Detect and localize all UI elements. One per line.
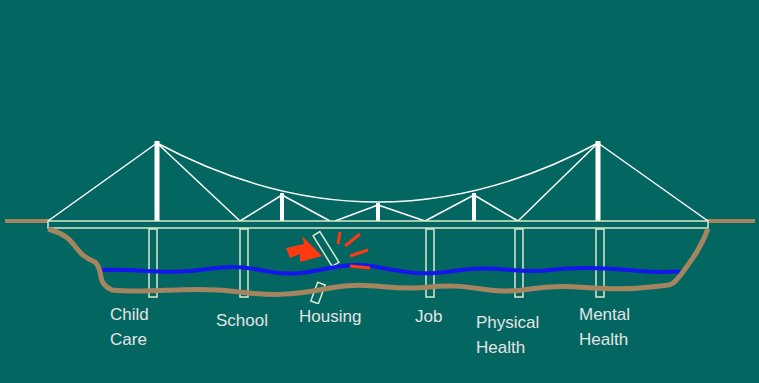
ground-right xyxy=(706,219,755,223)
riverbed xyxy=(48,229,708,294)
posts xyxy=(282,193,474,221)
service-label: Housing xyxy=(297,304,363,329)
service-label: School xyxy=(214,308,270,333)
cables xyxy=(48,143,708,221)
impact-arrow xyxy=(286,236,322,262)
service-label: Mental Health xyxy=(577,302,657,352)
impact-marks xyxy=(338,232,370,268)
service-label: Job xyxy=(413,304,444,329)
bridge-deck xyxy=(48,221,708,228)
towers xyxy=(157,141,598,221)
water xyxy=(100,265,682,274)
service-label: Child Care xyxy=(108,302,170,352)
service-label: Physical Health xyxy=(474,310,568,360)
ground-left xyxy=(5,219,50,223)
